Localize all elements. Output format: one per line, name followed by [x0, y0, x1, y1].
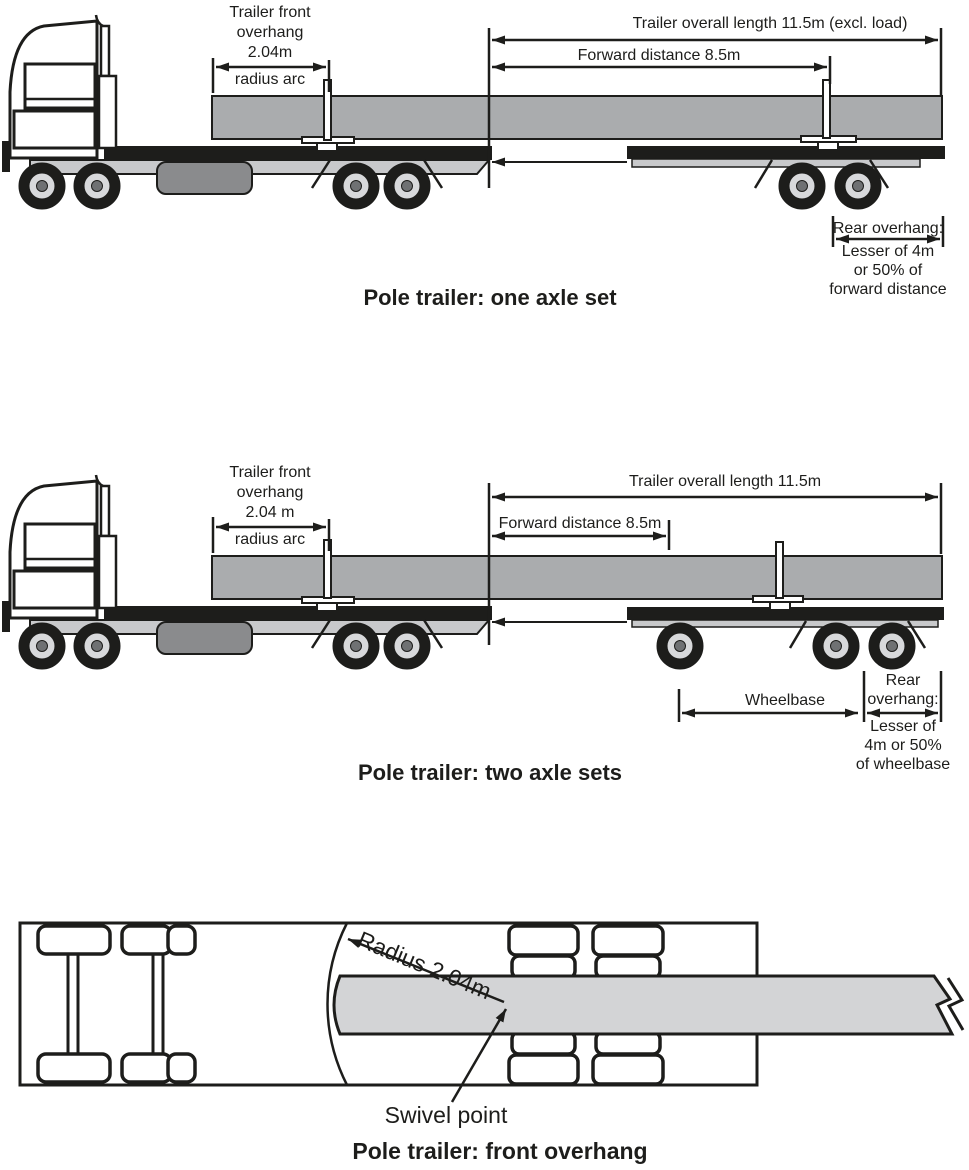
pole-trailer-one-axle [627, 146, 945, 210]
dimension-overall-length [487, 483, 943, 645]
diagram-two-axle-sets [2, 475, 944, 722]
dimension-forward-distance [492, 56, 832, 84]
pole-load [211, 539, 943, 612]
label-front-overhang-value: 2.04 m [245, 504, 295, 521]
label-rear-overhang-line2: Lesser of 4m [841, 243, 935, 260]
dimension-rear-overhang [831, 216, 945, 247]
dimension-forward-distance [492, 520, 671, 550]
pole-trailer-two-axle [627, 607, 944, 670]
label-wheelbase: Wheelbase [744, 692, 826, 709]
dimension-front-overhang [211, 517, 331, 553]
label-front-overhang-line1: Trailer front [229, 4, 311, 21]
label-rear-overhang-line1: Rear [885, 672, 921, 689]
swivel-point-arrow [450, 1008, 508, 1103]
label-swivel-point: Swivel point [384, 1102, 508, 1128]
label-rear-overhang-line4: forward distance [829, 281, 947, 298]
label-overall-length: Trailer overall length 11.5m [628, 473, 822, 490]
dimension-front-overhang [211, 58, 331, 93]
label-forward-distance: Forward distance 8.5m [577, 47, 741, 64]
dimension-overall-length [487, 28, 943, 188]
diagram-front-overhang [18, 921, 965, 1103]
label-front-overhang-line2: overhang [236, 484, 304, 501]
radius-arc [326, 922, 349, 1086]
label-radius-arc: radius arc [234, 531, 306, 548]
label-rear-overhang-line2: overhang: [867, 691, 939, 708]
pole-load-top-view [332, 974, 965, 1036]
label-forward-distance: Forward distance 8.5m [498, 515, 662, 532]
label-overall-length: Trailer overall length 11.5m (excl. load… [632, 15, 908, 32]
dimension-wheelbase [677, 689, 858, 722]
label-front-overhang-line1: Trailer front [229, 464, 311, 481]
caption-front-overhang: Pole trailer: front overhang [352, 1138, 648, 1164]
dimension-rear-overhang [862, 671, 943, 722]
diagram-one-axle-set [2, 15, 945, 247]
radius-arrow [347, 937, 505, 1004]
label-rear-overhang-line3: or 50% of [853, 262, 923, 279]
label-rear-overhang-line1: Rear overhang: [832, 220, 944, 237]
label-radius-arc: radius arc [234, 71, 306, 88]
pole-load [211, 79, 943, 152]
caption-one-axle-set: Pole trailer: one axle set [363, 285, 617, 310]
label-front-overhang-value: 2.04m [247, 44, 293, 61]
label-rear-overhang-line4: 4m or 50% [864, 737, 942, 754]
label-rear-overhang-line3: Lesser of [870, 718, 936, 735]
caption-two-axle-sets: Pole trailer: two axle sets [357, 760, 623, 785]
label-rear-overhang-line5: of wheelbase [855, 756, 951, 773]
label-front-overhang-line2: overhang [236, 24, 304, 41]
